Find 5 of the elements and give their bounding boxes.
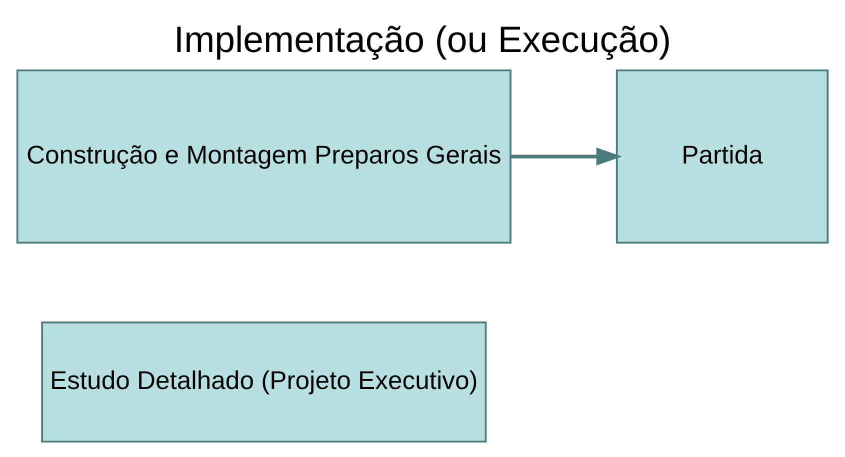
diagram-title: Implementação (ou Execução)	[174, 19, 672, 60]
node-box: Construção e Montagem Preparos Gerais	[16, 69, 512, 244]
arrow	[511, 148, 622, 166]
node-box: Estudo Detalhado (Projeto Executivo)	[41, 322, 487, 443]
node-box: Partida	[616, 69, 829, 244]
